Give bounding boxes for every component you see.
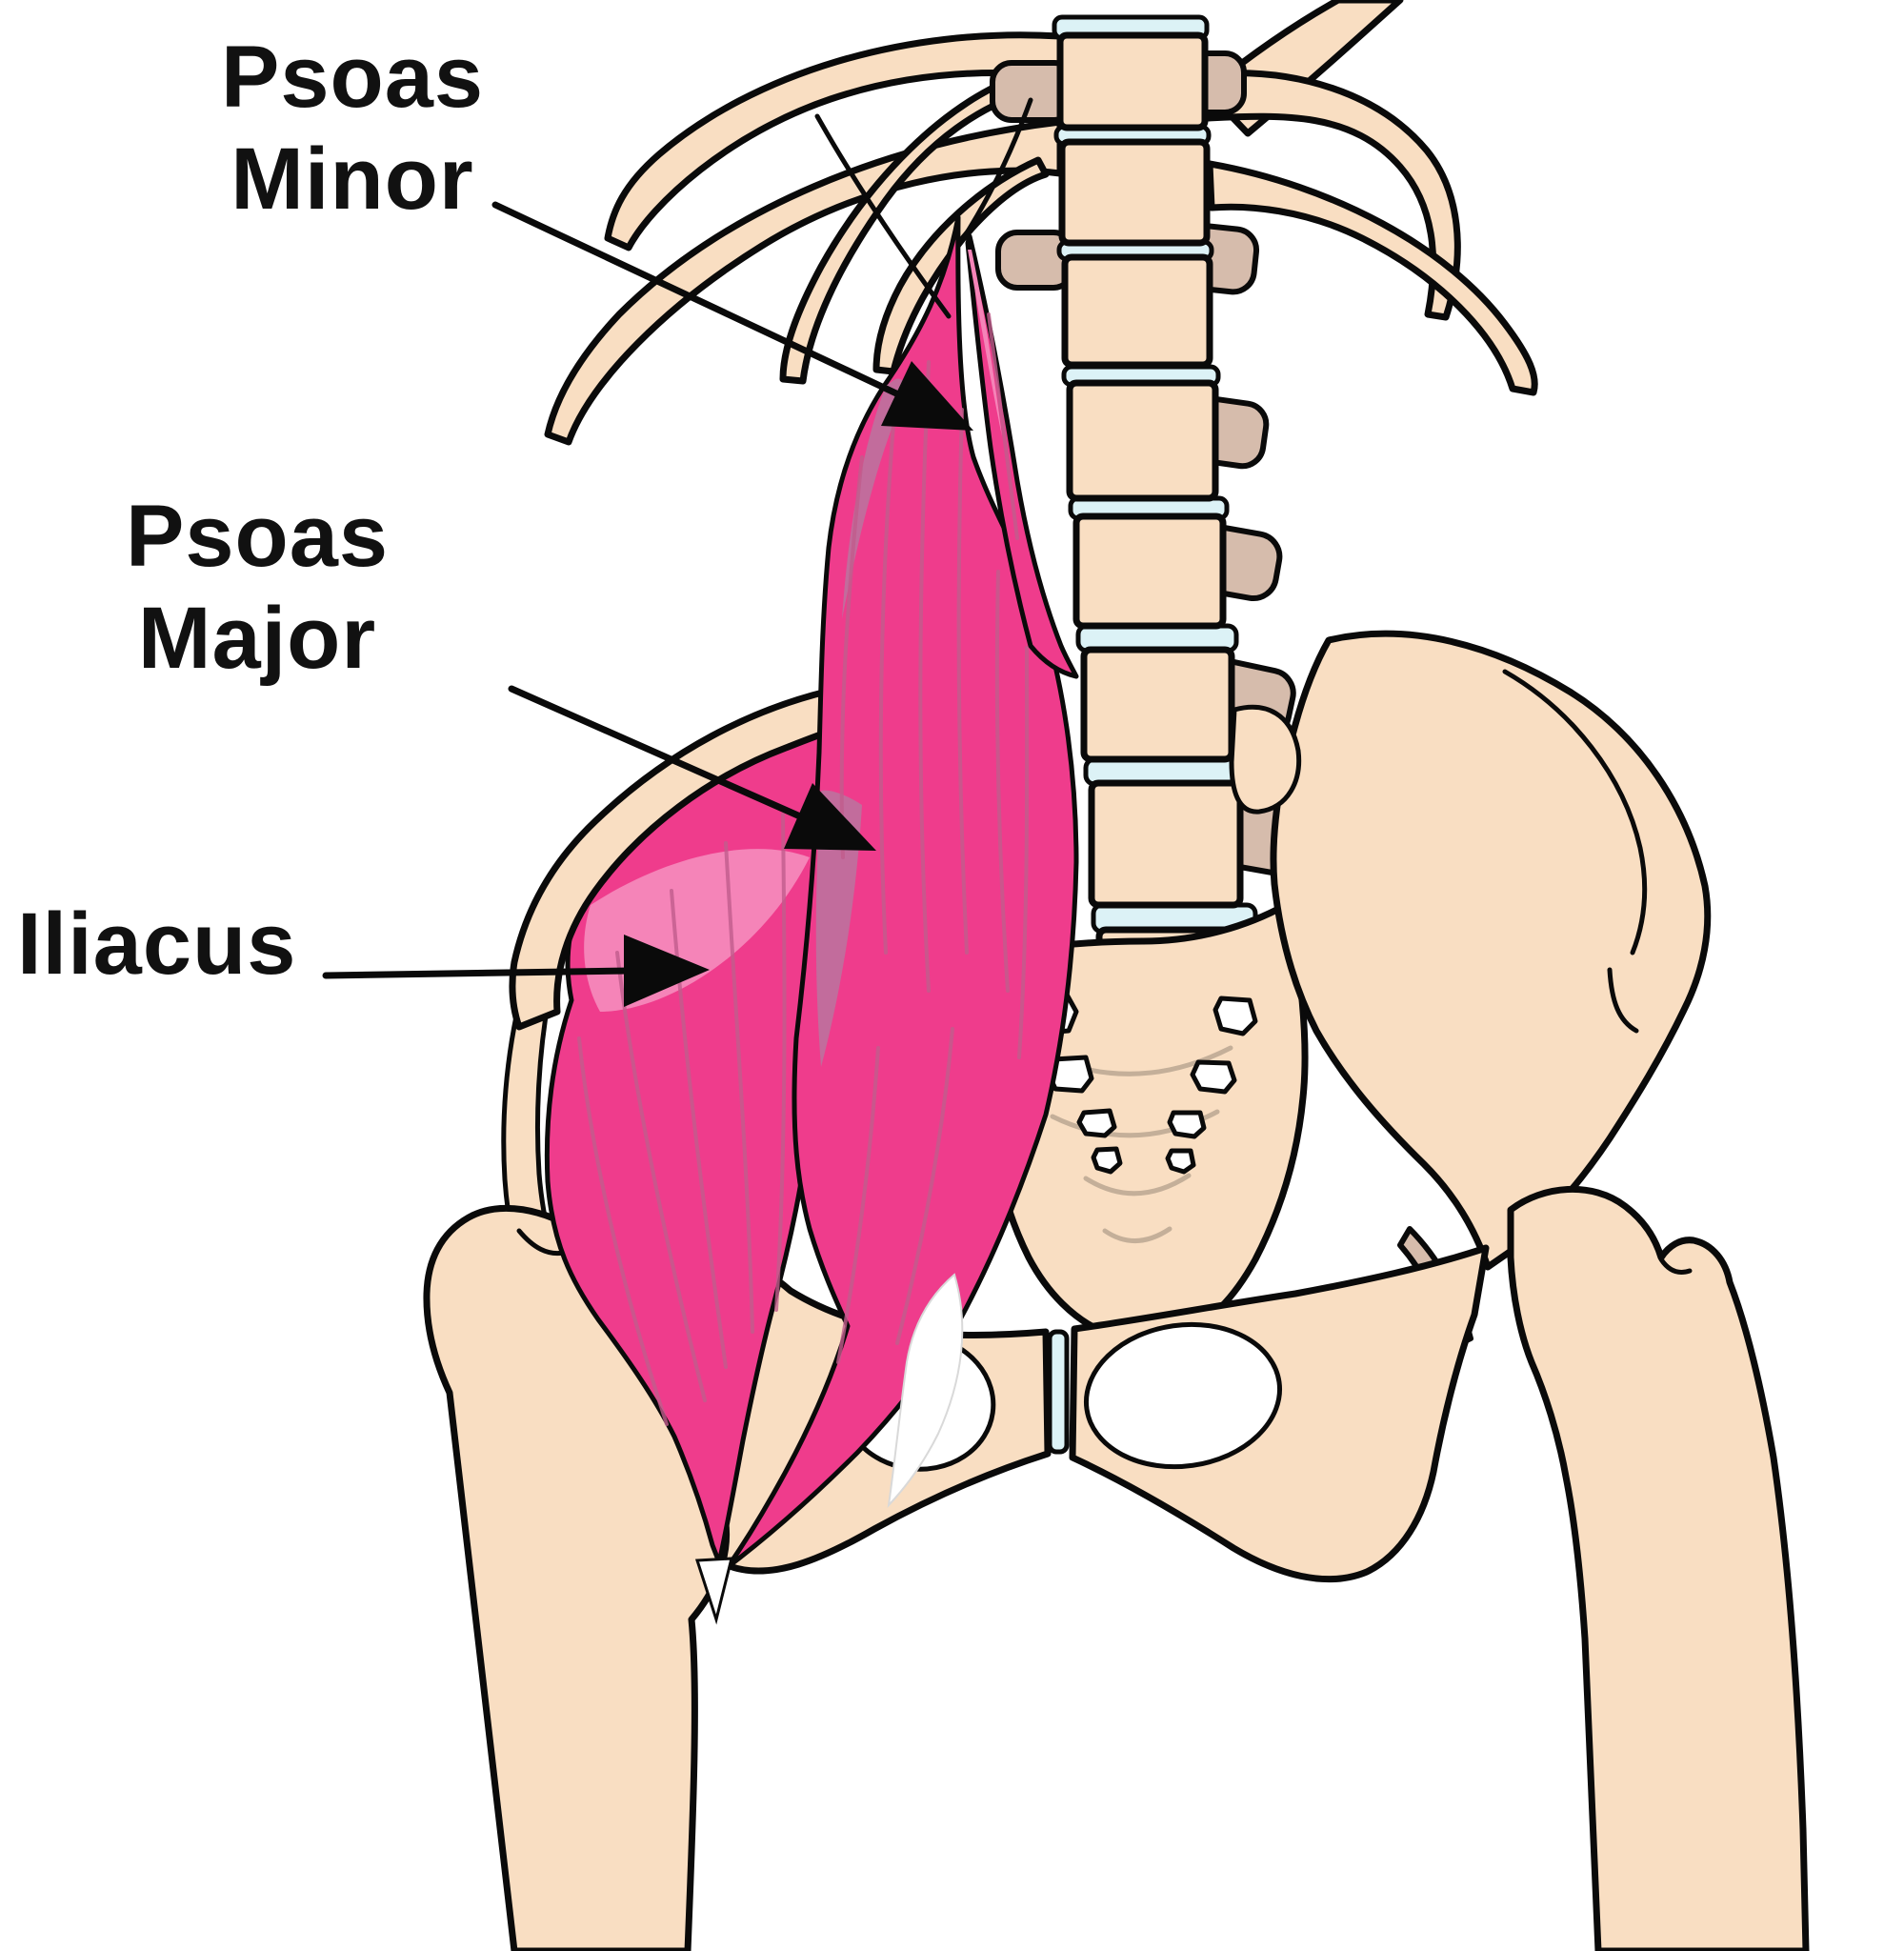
psoas-tendon-gap [887,1273,964,1508]
muscle-fiber [839,455,864,859]
vertebra-body [1066,379,1219,502]
iliacus-label: Iliacus [17,895,297,993]
vertebra-body [1056,31,1209,131]
sacral-foramen [1165,1148,1196,1175]
muscle-fiber [836,1046,880,1364]
right-iliac-fossa-contour [1502,669,1648,955]
right-rib-lower [1206,160,1538,396]
psoas-minor-arrow-head [881,361,973,431]
vertebra-body [1072,513,1227,630]
muscle-fiber [895,1027,954,1345]
right-rib-upper [1203,70,1461,321]
fascia-line [963,97,1033,237]
muscle-fiber [724,841,754,1334]
vertebra-body [1088,779,1244,909]
psoas-major-arrow-head [784,783,876,851]
right-iliac-fossa-contour [1607,967,1639,1034]
muscle-fiber [878,398,897,955]
sacral-foramen [1076,1108,1117,1138]
muscle-fiber [987,312,1019,540]
right-obturator-foramen [1083,1321,1283,1470]
sacral-foramen [1167,1110,1207,1139]
muscle-fiber [1017,646,1030,1059]
psoas-major-arrow-line [508,685,804,820]
psoas-shade-mid [815,790,862,1067]
muscle-fiber [670,889,728,1369]
psoas-minor-label: Psoas Minor [220,29,485,228]
left-floating-rib-12 [872,156,1050,375]
right-sacral-ala [1229,704,1302,815]
iliopsoas-tendon [694,1557,733,1625]
pubic-symphysis [1047,1329,1070,1455]
vertebra-body [1061,253,1213,369]
psoas-minor-muscle [965,233,1079,679]
muscle-fiber [918,360,931,993]
muscles [509,97,1079,1625]
vertebra-body [1058,138,1211,247]
muscle-fiber [615,951,707,1402]
psoas-minor-highlight [968,250,1002,436]
right-iliac-wing [1270,630,1712,1271]
sacrum-crease [1102,1226,1172,1243]
sacral-foramen [1091,1146,1123,1175]
iliacus-arrow-line [322,967,634,979]
sacral-foramen [1190,1059,1237,1095]
vertebra-body [1080,646,1235,763]
sacral-foramen [1213,996,1258,1036]
muscle-fiber [994,570,1010,993]
sacrum-crease [1083,1173,1192,1197]
right-trochanter-notch [1658,1257,1693,1275]
fascia-line [814,113,952,319]
left-iliac-crest [509,684,850,1031]
right-femur [1507,1186,1810,1951]
muscle-fiber [577,1036,669,1426]
muscle-fiber [956,408,969,955]
left-rib-upper [604,31,1064,251]
psoas-major-label: Psoas Major [125,488,390,687]
psoas-minor-arrow-line [491,201,900,397]
callout-arrows [322,201,973,1007]
iliacus-arrow-head [624,935,710,1007]
muscle-fiber [774,813,787,1312]
